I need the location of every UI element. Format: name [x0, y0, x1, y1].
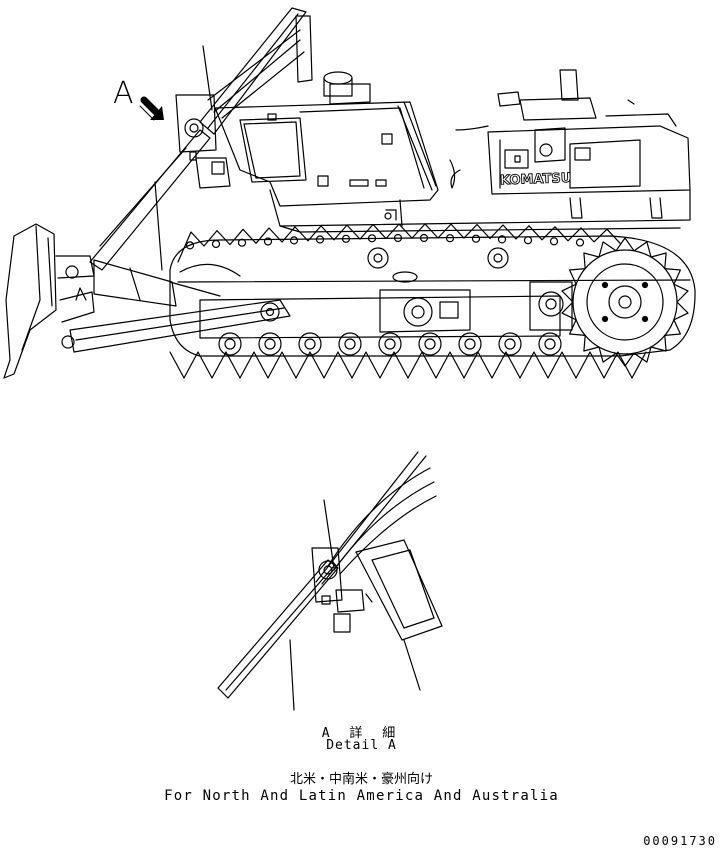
push-arm	[69, 259, 291, 353]
harness-lines	[384, 125, 489, 221]
view-arrow	[139, 96, 164, 121]
track-link-pin	[419, 233, 429, 243]
track-link-pin	[445, 234, 455, 243]
track-assembly	[169, 223, 696, 379]
operator-cab	[487, 69, 691, 195]
detail-lift-cylinder	[217, 559, 339, 699]
bulldozer-side-view	[3, 7, 696, 379]
track-link-pin	[523, 236, 533, 245]
seat-back	[559, 69, 579, 101]
track-shoes-bottom	[169, 351, 647, 379]
track-roller	[378, 332, 402, 356]
precleaner-cap	[323, 71, 353, 85]
radiator-guard	[175, 45, 231, 189]
engine-hood	[214, 15, 439, 207]
drawing-number: 00091730	[643, 834, 717, 848]
track-roller	[338, 332, 362, 356]
main-frame	[269, 189, 691, 233]
tilt-cylinder	[93, 259, 177, 307]
detail-guard-plate	[311, 547, 343, 603]
sprocket-teeth	[561, 237, 689, 367]
track-inner-line	[177, 279, 691, 283]
sprocket-wheel	[561, 237, 689, 367]
track-link-pin	[367, 234, 377, 243]
track-link-pin	[211, 239, 221, 249]
track-roller	[218, 332, 242, 356]
track-rollers	[218, 332, 562, 356]
region-note-en: For North And Latin America And Australi…	[164, 788, 559, 804]
track-link-pin	[237, 238, 247, 247]
detail-caption-jp: A 詳 細	[321, 726, 402, 741]
detail-side-panel	[355, 539, 443, 641]
track-link-pin	[497, 235, 507, 244]
track-link-pin	[263, 237, 273, 246]
track-roller	[418, 332, 442, 356]
track-link-pin	[549, 237, 559, 246]
track-link-pin	[575, 238, 585, 247]
track-link-pin	[471, 234, 481, 243]
view-marker-label: A	[113, 76, 134, 111]
lift-cylinder	[89, 7, 307, 271]
track-roller	[458, 332, 482, 356]
track-link-pin	[393, 233, 403, 243]
track-link-pin	[341, 234, 351, 243]
track-frame-bogie	[199, 247, 573, 339]
track-roller	[498, 332, 522, 356]
region-note-jp: 北米・中南米・豪州向け	[289, 772, 433, 787]
exhaust-base	[329, 83, 371, 105]
track-roller	[538, 332, 562, 356]
detail-a-view	[217, 451, 443, 711]
track-roller	[258, 332, 282, 356]
track-link-pin	[315, 235, 325, 244]
track-link-pin	[185, 241, 195, 250]
track-link-pin	[289, 236, 299, 245]
detail-caption-en: Detail A	[326, 738, 397, 753]
exhaust-stack	[295, 15, 313, 83]
track-frame	[169, 235, 696, 357]
track-roller	[298, 332, 322, 356]
track-link-pins	[185, 233, 585, 250]
dozer-blade	[3, 223, 95, 379]
